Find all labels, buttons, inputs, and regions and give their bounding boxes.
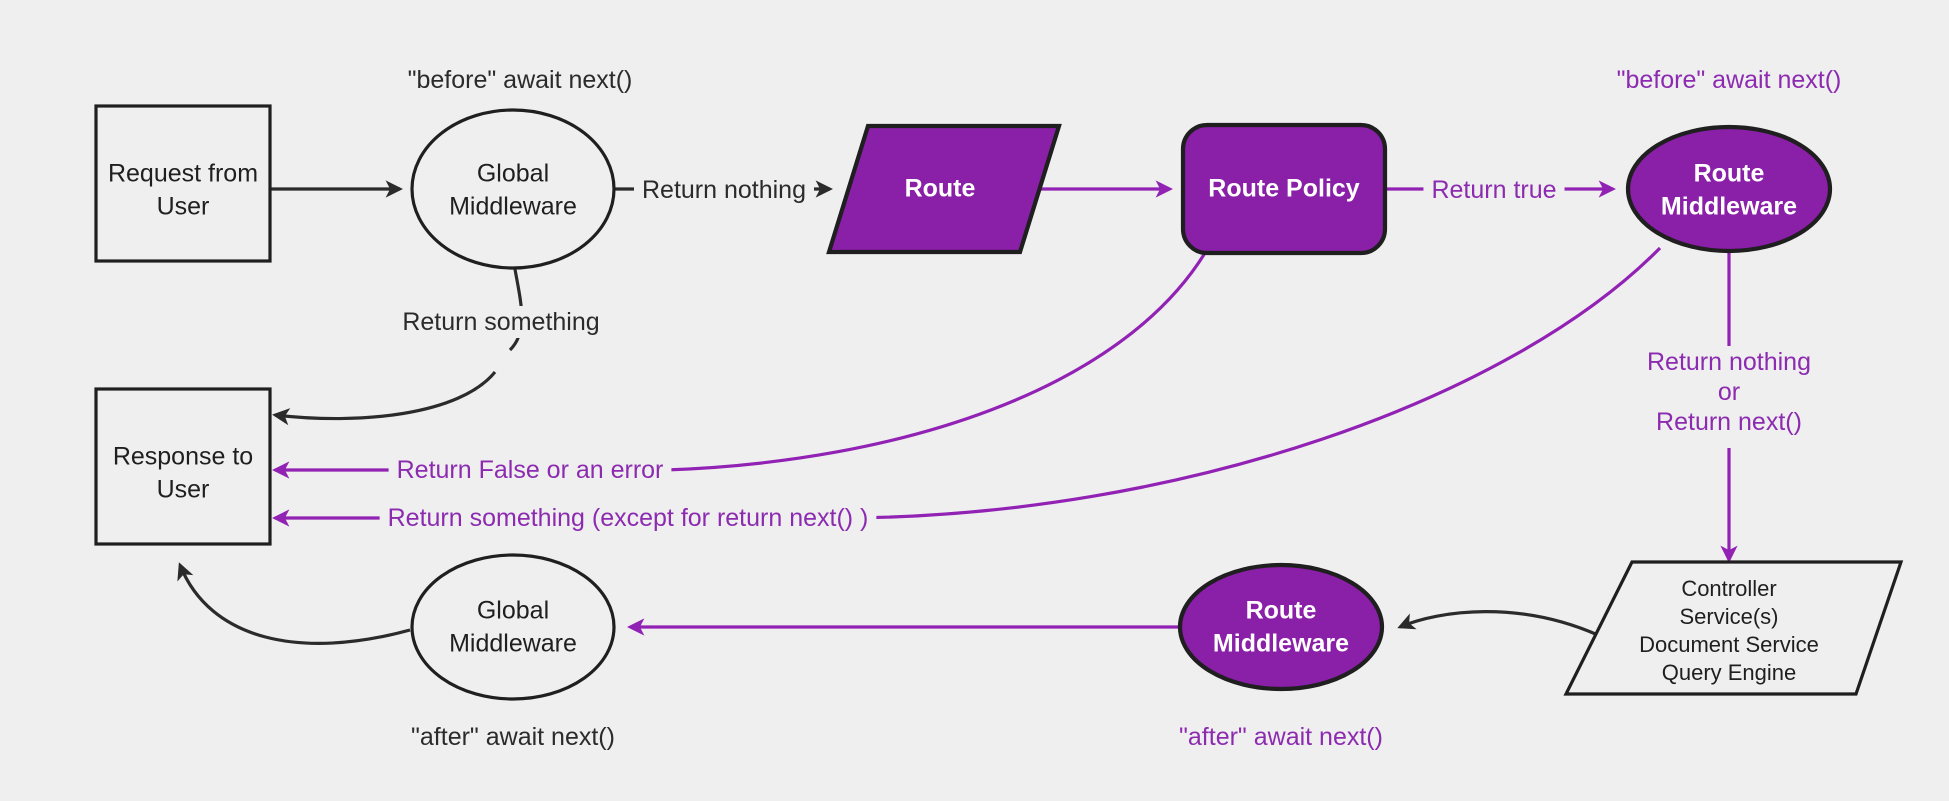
- edge-route-middleware-to-response: Return something (except for return next…: [272, 246, 1662, 534]
- edge-label-backdrop: [403, 721, 623, 753]
- node-global-middleware-bottom[interactable]: Global Middleware: [410, 553, 616, 701]
- node-request-from-user[interactable]: Request from User: [94, 104, 272, 263]
- node-route-mw-top-line2: Middleware: [1661, 193, 1797, 221]
- edge-label-backdrop: [633, 174, 815, 206]
- edge-label-return-nothing: Return nothing: [642, 176, 806, 204]
- node-route-mw-bottom-line1: Route: [1246, 597, 1317, 625]
- edge-label-return-next: Return next(): [1656, 408, 1802, 436]
- edge-route-policy-to-response: Return False or an error: [272, 252, 1207, 486]
- node-request-label-line2: User: [157, 193, 210, 221]
- edge-global-middleware-to-route: Return nothing: [614, 174, 833, 206]
- edge-label-return-something-except-next: Return something (except for return next…: [388, 504, 869, 532]
- edge-label-backdrop: [1648, 406, 1810, 438]
- edge-label-return-true: Return true: [1431, 176, 1556, 204]
- edge-label-backdrop: [1171, 721, 1391, 753]
- edge-label-backdrop: [1608, 64, 1850, 96]
- edge-label-backdrop: [388, 454, 672, 486]
- annotation-after-await-next-route-mw: "after" await next(): [1179, 723, 1383, 751]
- edge-route-middleware-to-controller: Return nothing or Return next(): [1638, 250, 1820, 563]
- node-controller-line2: Service(s): [1679, 604, 1778, 629]
- annotation-before-await-next-route-mw: "before" await next(): [1617, 66, 1842, 94]
- edge-label-return-something: Return something: [402, 308, 599, 336]
- annotation-before-await-next-global: "before" await next(): [408, 66, 633, 94]
- node-controller-line4: Query Engine: [1662, 660, 1797, 685]
- edge-label-backdrop: [1423, 174, 1565, 206]
- edge-controller-to-route-middleware-bottom: [1397, 610, 1601, 638]
- edge-label-backdrop: [394, 306, 608, 338]
- node-global-middleware-top[interactable]: Global Middleware: [410, 108, 616, 270]
- node-route-mw-bottom-line2: Middleware: [1213, 630, 1349, 658]
- edge-label-backdrop: [399, 64, 641, 96]
- node-global-mw-top-line1: Global: [477, 160, 549, 188]
- node-response-to-user[interactable]: Response to User: [94, 387, 272, 546]
- node-controller-services[interactable]: Controller Service(s) Document Service Q…: [1563, 560, 1904, 696]
- node-global-mw-bottom-line2: Middleware: [449, 630, 577, 658]
- edge-label-return-nothing-2: Return nothing: [1647, 348, 1811, 376]
- node-global-mw-top-line2: Middleware: [449, 193, 577, 221]
- node-response-label-line2: User: [157, 476, 210, 504]
- edge-label-or: or: [1718, 378, 1740, 406]
- annotation-after-await-next-global: "after" await next(): [411, 723, 615, 751]
- node-route-middleware-bottom[interactable]: Route Middleware: [1177, 562, 1385, 692]
- node-request-label-line1: Request from: [108, 160, 258, 188]
- node-route-label: Route: [905, 175, 976, 203]
- node-route[interactable]: Route: [826, 123, 1062, 255]
- node-route-policy[interactable]: Route Policy: [1180, 122, 1388, 256]
- edge-route-policy-to-route-middleware: Return true: [1385, 174, 1616, 206]
- node-controller-line1: Controller: [1681, 576, 1776, 601]
- edge-label-return-false-or-error: Return False or an error: [397, 456, 664, 484]
- node-response-label-line1: Response to: [113, 443, 253, 471]
- edge-label-backdrop: [379, 502, 877, 534]
- edge-label-backdrop: [1709, 376, 1749, 408]
- edge-global-middleware-bottom-to-response: [177, 562, 411, 645]
- edge-global-middleware-to-response: Return something: [272, 257, 608, 426]
- node-global-mw-bottom-line1: Global: [477, 597, 549, 625]
- edge-label-backdrop: [1638, 346, 1820, 378]
- node-route-mw-top-line1: Route: [1694, 160, 1765, 188]
- node-route-middleware-top[interactable]: Route Middleware: [1625, 124, 1833, 254]
- node-controller-line3: Document Service: [1639, 632, 1819, 657]
- node-route-policy-label: Route Policy: [1208, 175, 1360, 203]
